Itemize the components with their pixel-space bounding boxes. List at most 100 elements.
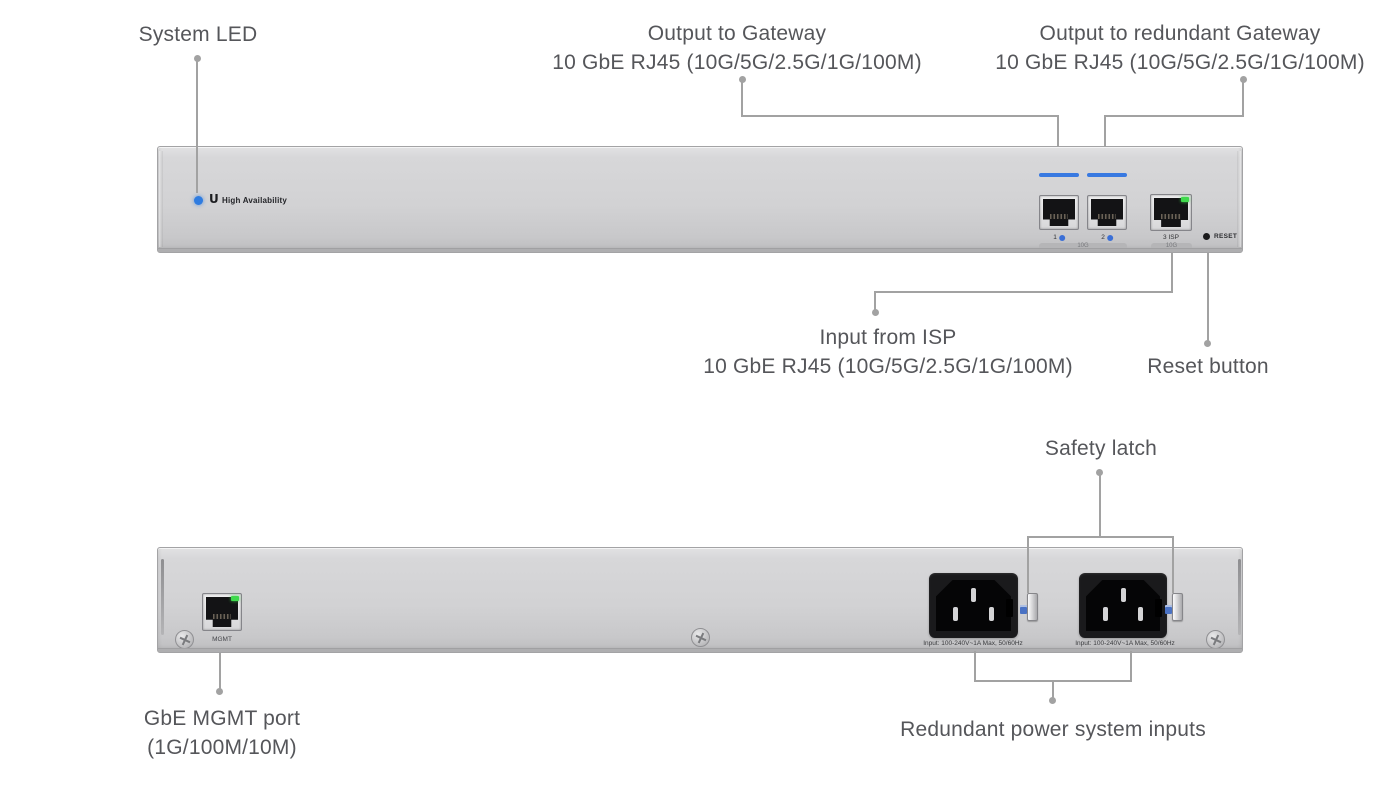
safety-latch-callout-dot bbox=[1096, 469, 1103, 476]
safety-latch-callout-line-left bbox=[1027, 536, 1029, 593]
gbe-mgmt-port-label-line1: GbE MGMT port bbox=[143, 707, 301, 730]
output-gateway-label-line1: Output to Gateway bbox=[647, 22, 827, 45]
port3-label: 3 ISP bbox=[1163, 234, 1179, 241]
screw-icon-left bbox=[175, 630, 194, 649]
reset-callout-dot bbox=[1204, 340, 1211, 347]
mgmt-callout-dot bbox=[216, 688, 223, 695]
reset-button-label: Reset button bbox=[1147, 355, 1269, 378]
rack-slot-right bbox=[1238, 559, 1241, 635]
gbe-mgmt-port-label-line2: (1G/100M/10M) bbox=[147, 736, 297, 759]
front-right-bevel bbox=[1237, 151, 1241, 247]
rj45-port-1 bbox=[1039, 195, 1079, 230]
output-redundant-gateway-label: Output to redundant Gateway 10 GbE RJ45 … bbox=[995, 19, 1365, 77]
power-inlet-1-label: Input: 100-240V~1A Max, 50/60Hz bbox=[923, 640, 1023, 647]
screw-icon-middle bbox=[691, 628, 710, 647]
system-status-led bbox=[194, 196, 203, 205]
output-redundant-gateway-label-line2: 10 GbE RJ45 (10G/5G/2.5G/1G/100M) bbox=[995, 51, 1365, 74]
output-gateway-label: Output to Gateway 10 GbE RJ45 (10G/5G/2.… bbox=[552, 19, 922, 77]
safety-latch-1 bbox=[1020, 593, 1038, 621]
power-callout-dot bbox=[1049, 697, 1056, 704]
reset-callout-line bbox=[1207, 253, 1209, 341]
input-isp-callout-dot bbox=[872, 309, 879, 316]
link-led-icon bbox=[231, 596, 239, 601]
ubiquiti-logo-icon: U bbox=[209, 192, 219, 206]
input-from-isp-label-line2: 10 GbE RJ45 (10G/5G/2.5G/1G/100M) bbox=[703, 355, 1073, 378]
output-redundant-callout-line-v1 bbox=[1242, 80, 1244, 117]
output-redundant-gateway-label-line1: Output to redundant Gateway bbox=[1039, 22, 1321, 45]
rj45-jack-icon bbox=[206, 597, 238, 627]
neutral-pin bbox=[988, 606, 994, 621]
inlet-key-notch bbox=[1006, 599, 1013, 617]
rj45-jack-icon bbox=[1154, 198, 1188, 227]
output-gateway-callout-line-v2 bbox=[1057, 115, 1059, 147]
input-from-isp-label-line1: Input from ISP bbox=[819, 326, 957, 349]
back-bottom-edge bbox=[158, 648, 1242, 652]
output-gateway-callout-line-h bbox=[741, 115, 1059, 117]
rj45-pins bbox=[1161, 214, 1181, 220]
line-pin bbox=[953, 606, 959, 621]
output-gateway-callout-line-v1 bbox=[741, 80, 743, 117]
output-redundant-callout-line-v2 bbox=[1104, 115, 1106, 147]
mgmt-rj45-port bbox=[202, 593, 242, 631]
power-callout-line-left bbox=[974, 651, 976, 682]
c14-socket-icon bbox=[1086, 580, 1160, 631]
screw-icon-right bbox=[1206, 630, 1225, 649]
power-callout-line-right bbox=[1130, 651, 1132, 682]
system-led-callout-dot bbox=[194, 55, 201, 62]
port1-indicator-line bbox=[1039, 173, 1079, 177]
output-redundant-callout-dot bbox=[1240, 76, 1247, 83]
safety-latch-callout-line-h bbox=[1027, 536, 1174, 538]
link-led-icon bbox=[1181, 197, 1189, 202]
rj45-pins bbox=[1050, 214, 1068, 220]
inlet-key-notch bbox=[1155, 599, 1162, 617]
neutral-pin bbox=[1137, 606, 1143, 621]
c14-socket-icon bbox=[936, 580, 1011, 631]
output-gateway-label-line2: 10 GbE RJ45 (10G/5G/2.5G/1G/100M) bbox=[552, 51, 922, 74]
rj45-port-3-isp bbox=[1150, 194, 1192, 231]
system-led-label: System LED bbox=[138, 23, 258, 46]
rj45-jack-icon bbox=[1043, 199, 1075, 226]
reset-button-hole bbox=[1203, 233, 1210, 240]
reset-text: RESET bbox=[1214, 233, 1238, 240]
mgmt-port-text: MGMT bbox=[212, 636, 232, 643]
front-left-bevel bbox=[159, 151, 163, 247]
unifi-dot-icon bbox=[1106, 234, 1113, 241]
redundant-power-label: Redundant power system inputs bbox=[900, 718, 1206, 741]
rj45-port-2 bbox=[1087, 195, 1127, 230]
lock-tag-icon bbox=[1020, 605, 1027, 614]
rack-slot-left bbox=[161, 559, 164, 635]
ground-pin bbox=[1120, 588, 1126, 603]
power-callout-line-mid bbox=[1052, 680, 1054, 699]
input-isp-callout-line-v2 bbox=[874, 291, 876, 310]
lock-tag-icon bbox=[1165, 605, 1172, 614]
power-inlet-2 bbox=[1079, 573, 1167, 638]
safety-latch-callout-line-right bbox=[1172, 536, 1174, 593]
power-inlet-1 bbox=[929, 573, 1018, 638]
output-redundant-callout-line-h bbox=[1104, 115, 1244, 117]
power-inlet-2-label: Input: 100-240V~1A Max, 50/60Hz bbox=[1075, 640, 1175, 647]
gbe-mgmt-port-label: GbE MGMT port (1G/100M/10M) bbox=[144, 704, 300, 762]
input-from-isp-label: Input from ISP 10 GbE RJ45 (10G/5G/2.5G/… bbox=[703, 323, 1073, 381]
safety-latch-label: Safety latch bbox=[1044, 437, 1158, 460]
line-pin bbox=[1103, 606, 1109, 621]
rj45-pins bbox=[213, 613, 231, 619]
ground-pin bbox=[971, 588, 976, 603]
brand-label: High Availability bbox=[222, 196, 288, 205]
safety-latch-2 bbox=[1165, 593, 1183, 621]
input-isp-callout-line-v1 bbox=[1171, 253, 1173, 293]
speed-bar-ports-1-2: 10G bbox=[1039, 243, 1127, 250]
front-panel-chassis: U High Availability 1 2 3 ISP bbox=[157, 146, 1243, 253]
output-gateway-callout-dot bbox=[739, 76, 746, 83]
system-led-callout-line bbox=[196, 59, 198, 193]
back-panel-chassis: MGMT Input: 100-240V~1A Max, 50/60Hz bbox=[157, 547, 1243, 653]
unifi-dot-icon bbox=[1058, 234, 1065, 241]
mgmt-callout-line bbox=[219, 653, 221, 689]
speed-bar-port-3: 10G bbox=[1151, 243, 1192, 250]
safety-latch-callout-line-v bbox=[1099, 473, 1101, 538]
input-isp-callout-line-h bbox=[874, 291, 1173, 293]
port2-label: 2 bbox=[1101, 234, 1113, 241]
rj45-pins bbox=[1098, 214, 1116, 220]
port2-indicator-line bbox=[1087, 173, 1127, 177]
port1-label: 1 bbox=[1053, 234, 1065, 241]
